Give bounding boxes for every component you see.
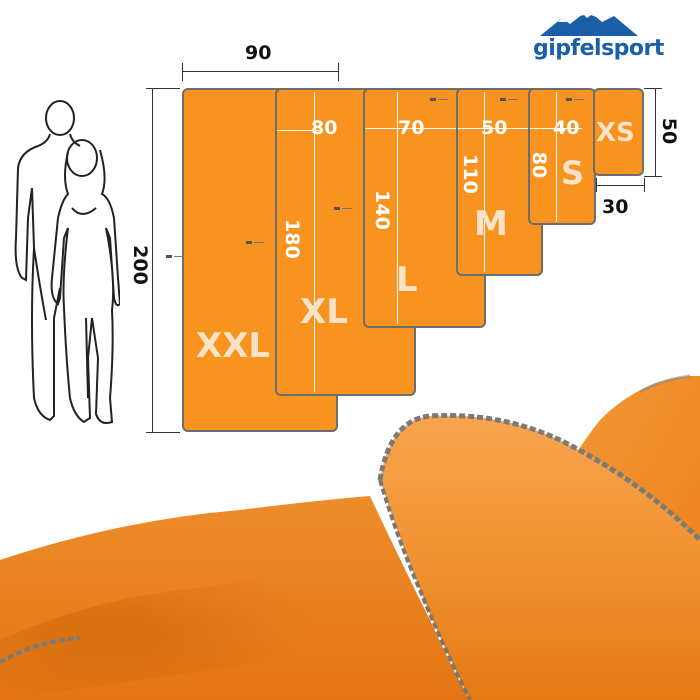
towel-s <box>528 88 596 225</box>
xs-width-tick-left <box>596 178 597 192</box>
l-width-label: 70 <box>398 117 425 139</box>
xs-width-label: 30 <box>602 196 629 218</box>
xl-width-line <box>277 130 319 131</box>
brand-name: gipfelsport <box>533 36 664 61</box>
size-label-xs: XS <box>596 118 635 148</box>
l-height-line <box>397 92 398 324</box>
label-tag-icon <box>566 97 584 102</box>
label-tag-icon <box>246 240 264 245</box>
xs-width-tick-right <box>644 178 645 192</box>
xs-height-tick-top <box>644 88 662 89</box>
size-label-l: L <box>396 260 418 300</box>
xxl-width-dimension-line <box>182 71 338 72</box>
m-width-label: 50 <box>481 117 508 139</box>
xxl-height-tick-top <box>146 88 180 89</box>
xxl-height-tick-bottom <box>146 432 180 433</box>
s-height-line <box>556 92 557 222</box>
human-silhouettes-icon <box>14 100 120 424</box>
xs-width-dimension-line <box>596 185 644 186</box>
xxl-width-tick-left <box>182 63 183 81</box>
l-width-line <box>365 128 465 129</box>
m-width-line <box>458 128 528 129</box>
xxl-width-label: 90 <box>245 42 272 64</box>
size-label-m: M <box>474 204 508 244</box>
xxl-height-dimension-line <box>152 88 153 432</box>
label-tag-icon <box>500 97 518 102</box>
label-tag-icon <box>334 206 352 211</box>
label-tag-icon <box>166 254 184 259</box>
label-tag-icon <box>430 97 448 102</box>
size-label-xxl: XXL <box>196 326 271 366</box>
mountain-logo-icon <box>540 10 638 36</box>
towel-xs <box>593 88 644 176</box>
xl-width-label: 80 <box>311 117 338 139</box>
size-label-s: S <box>561 154 585 192</box>
s-width-label: 40 <box>553 117 580 139</box>
xxl-width-tick-right <box>338 63 339 81</box>
xs-height-dimension-line <box>655 88 656 176</box>
xl-height-line <box>314 92 315 392</box>
xs-height-tick-bottom <box>644 176 662 177</box>
m-height-line <box>484 92 485 272</box>
size-label-xl: XL <box>300 292 348 332</box>
